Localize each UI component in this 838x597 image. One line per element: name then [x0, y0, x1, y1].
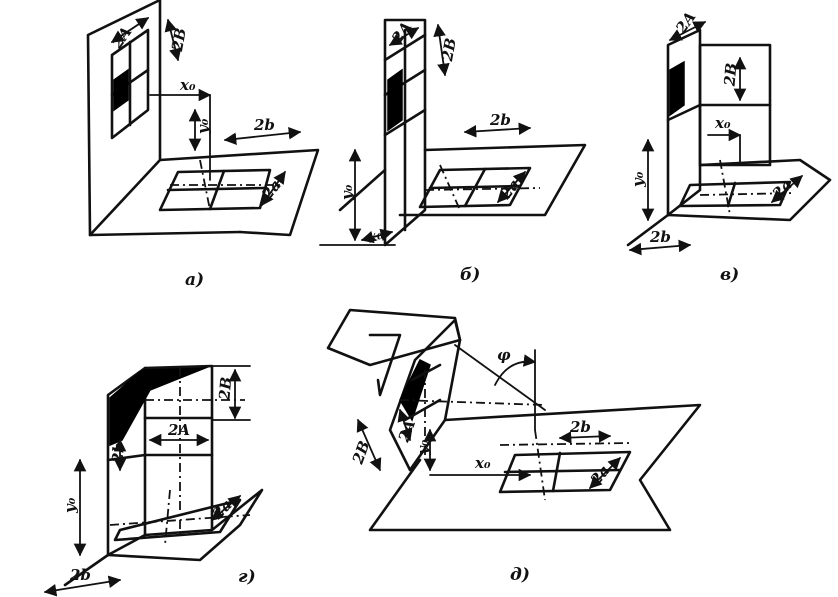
panel-a-black-pane — [113, 68, 129, 112]
panel-d-label-2b: 2b — [569, 418, 591, 436]
panel-d-screen — [388, 318, 462, 472]
panel-b-dim-2a — [497, 171, 526, 203]
panel-v-dim-2A — [668, 21, 707, 41]
panel-g-ext-lines — [211, 365, 251, 421]
panel-d-dim-2b — [558, 430, 612, 444]
panel-a-dim-2b — [223, 126, 302, 146]
caption-g: г) — [238, 567, 256, 587]
panel-a-floor — [158, 148, 320, 237]
panel-g-label-2b: 2b — [69, 566, 91, 584]
panel-v-label-2a: 2a — [768, 176, 796, 204]
panel-g-dim-2a — [211, 495, 241, 521]
caption-d: д) — [510, 565, 530, 585]
panel-v-floor-grid — [678, 180, 792, 208]
panel-d-label-phi: φ — [497, 346, 511, 364]
panel-g: 2B 2A 2b y₀ 2b 2a г) — [43, 364, 264, 597]
caption-b: б) — [460, 265, 480, 285]
panel-v-label-y0: y₀ — [629, 171, 647, 188]
panel-v-label-x0: x₀ — [714, 114, 731, 132]
panel-b-label-y0: y₀ — [338, 184, 356, 201]
panel-v-floor-grid-line — [726, 181, 737, 208]
panel-b-floor — [398, 143, 587, 217]
panel-a-dim-2a — [261, 170, 286, 207]
panel-d-label-y0: y₀ — [414, 439, 432, 456]
panel-b: 2A 2B y₀ x₀ 2b 2a б) — [319, 18, 587, 285]
panel-v: 2B 2A x₀ y₀ 2b 2a в) — [626, 8, 832, 285]
panel-a-label-x0: x₀ — [179, 76, 196, 94]
panel-a-floor-grid-lines — [166, 169, 267, 211]
panel-d-dim-2a — [589, 457, 621, 489]
panel-b-floor-grid — [418, 166, 532, 209]
panel-b-black-pane — [387, 68, 403, 132]
panel-a-label-2B: 2B — [168, 27, 190, 54]
panel-g-label-2b-small: 2b — [108, 441, 128, 464]
panel-v-label-2B: 2B — [720, 62, 740, 88]
panel-b-dim-x0 — [360, 228, 394, 244]
panel-a-label-2b: 2b — [253, 116, 275, 134]
panel-g-label-2B: 2B — [215, 376, 235, 402]
panel-d-screen-center — [399, 370, 546, 460]
panel-b-ray — [338, 168, 387, 212]
panel-v-mast-front — [666, 28, 702, 217]
panel-v-wall-mid — [666, 103, 772, 122]
panel-b-dim-2A — [388, 27, 420, 46]
panel-d-projector-body — [326, 308, 462, 367]
panel-g-wall — [143, 364, 214, 537]
panel-b-label-x0: x₀ — [364, 225, 386, 248]
panel-g-label-y0: y₀ — [61, 497, 79, 514]
panel-g-label-2A: 2A — [167, 421, 190, 439]
panel-b-mast-grid — [383, 28, 427, 232]
panel-g-wall-center — [145, 368, 245, 535]
panel-b-label-2B: 2B — [438, 37, 460, 64]
panel-g-black-top — [109, 365, 211, 447]
panel-d-label-x0: x₀ — [474, 454, 491, 472]
panel-a-base-edge — [88, 230, 242, 237]
panel-a-dim-2B — [164, 18, 182, 62]
caption-a: а) — [185, 270, 204, 290]
panel-d-dim-2A — [397, 408, 413, 442]
panel-v-dim-2a — [771, 175, 803, 203]
panel-a-floor-center — [170, 159, 280, 211]
panel-d-label-2B: 2B — [348, 438, 373, 467]
panel-g-floor-grid — [113, 498, 242, 542]
panel-d-floor-grid — [498, 450, 632, 494]
panel-v-black-pane — [669, 60, 685, 117]
panel-v-dim-2b — [628, 239, 692, 256]
panel-a-floor-grid — [158, 168, 272, 212]
panel-g-dim-2b — [43, 575, 122, 597]
panel-a: 2A 2B x₀ y₀ 2b 2a а) — [86, 0, 320, 290]
panel-b-dim-2b — [463, 122, 532, 138]
panel-v-wall — [698, 43, 772, 167]
panel-b-label-2b: 2b — [489, 111, 511, 129]
panel-d-label-2a: 2a — [586, 462, 613, 490]
panel-d-angle-arc — [494, 354, 537, 386]
panel-d: φ x₀ y₀ 2b 2a 2B 2A д) — [326, 308, 702, 585]
panel-d-projector-lens — [368, 333, 402, 397]
panel-a-dim-2A — [110, 17, 150, 43]
panel-d-dim-2B — [356, 418, 382, 472]
panel-d-floor — [368, 403, 702, 532]
panel-v-label-2b: 2b — [649, 228, 671, 246]
panel-a-label-y0: y₀ — [194, 118, 212, 135]
panel-b-dim-2B — [433, 23, 450, 77]
caption-v: в) — [720, 265, 739, 285]
